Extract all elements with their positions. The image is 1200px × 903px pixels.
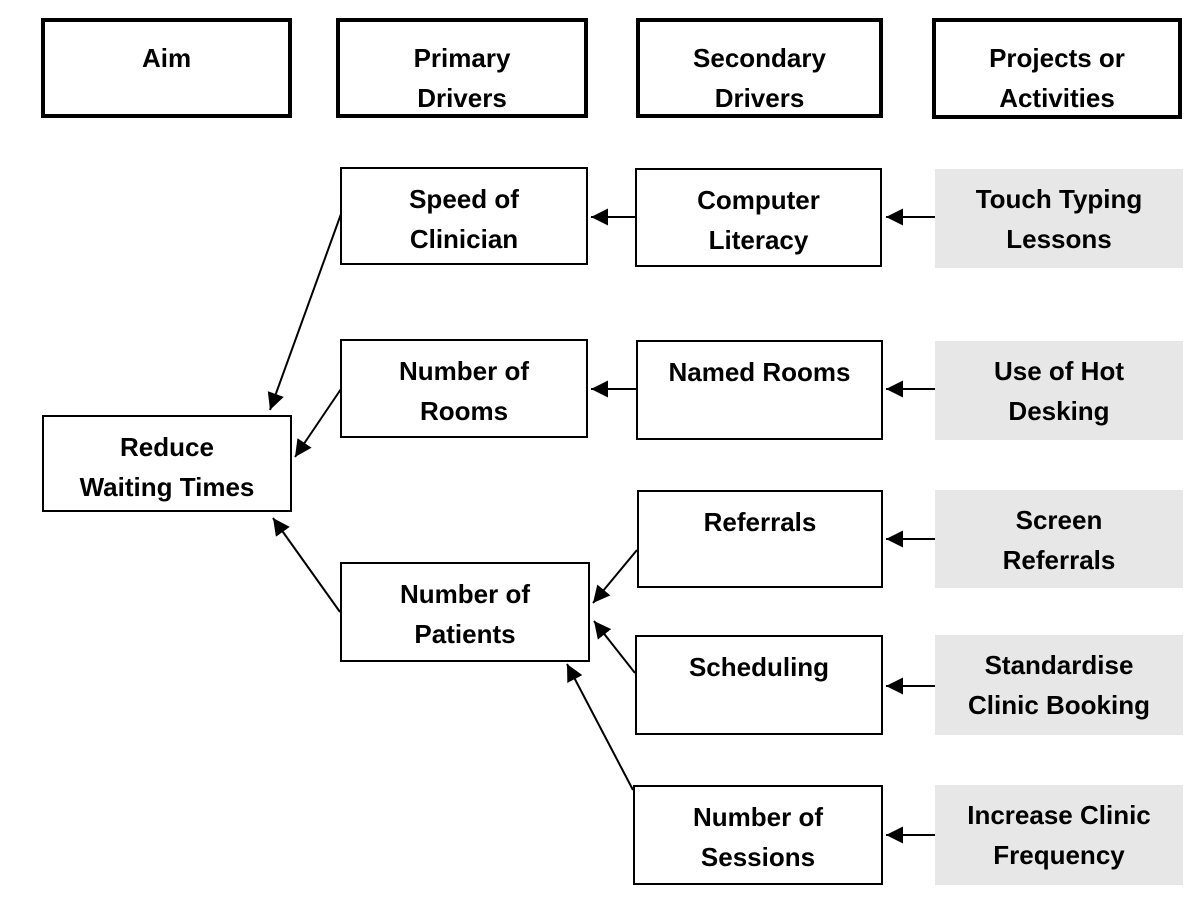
aim-line2: Waiting Times: [79, 472, 255, 502]
header-primary-line2: Drivers: [417, 83, 507, 113]
primary-driver-number-of-patients: Number of Patients: [340, 562, 590, 662]
header-projects-activities: Projects or Activities: [932, 18, 1182, 119]
primary-driver-speed-of-clinician: Speed of Clinician: [340, 167, 588, 265]
header-primary-drivers: Primary Drivers: [336, 18, 588, 118]
arrow-scheduling-to-patients: [593, 620, 636, 674]
rooms-line2: Rooms: [419, 396, 509, 426]
hot-desking-line1: Use of Hot: [994, 356, 1124, 386]
header-secondary-line1: Secondary: [693, 43, 826, 73]
speed-line1: Speed of: [409, 184, 519, 214]
computer-literacy-line2: Literacy: [708, 225, 809, 255]
arrow-patients-to-aim: [272, 517, 341, 613]
named-rooms-line1: Named Rooms: [668, 357, 851, 387]
referrals-line1: Referrals: [703, 507, 817, 537]
activity-use-of-hot-desking: Use of Hot Desking: [935, 341, 1183, 440]
hot-desking-line2: Desking: [1008, 396, 1110, 426]
standardise-line1: Standardise: [984, 650, 1134, 680]
header-aim-line1: Aim: [141, 43, 192, 73]
increase-frequency-line2: Frequency: [993, 840, 1125, 870]
arrow-sessions-to-patients: [566, 663, 634, 791]
activity-increase-clinic-frequency: Increase Clinic Frequency: [935, 785, 1183, 885]
secondary-driver-scheduling: Scheduling: [635, 635, 883, 735]
sessions-line1: Number of: [693, 802, 823, 832]
activity-touch-typing-lessons: Touch Typing Lessons: [935, 169, 1183, 268]
scheduling-line1: Scheduling: [688, 652, 830, 682]
sessions-line2: Sessions: [700, 842, 816, 872]
header-secondary-line2: Drivers: [714, 83, 805, 113]
header-secondary-drivers: Secondary Drivers: [636, 18, 883, 118]
secondary-driver-computer-literacy: Computer Literacy: [635, 168, 882, 267]
secondary-driver-named-rooms: Named Rooms: [636, 340, 883, 440]
arrow-speed-to-aim: [267, 213, 342, 411]
activity-screen-referrals: Screen Referrals: [935, 490, 1183, 588]
patients-line2: Patients: [414, 619, 516, 649]
arrow-referrals-to-patients: [592, 549, 638, 604]
touch-typing-line2: Lessons: [1006, 224, 1112, 254]
secondary-driver-referrals: Referrals: [637, 490, 883, 588]
speed-line2: Clinician: [409, 224, 519, 254]
header-aim: Aim: [41, 18, 292, 118]
touch-typing-line1: Touch Typing: [975, 184, 1143, 214]
header-projects-line1: Projects or: [989, 43, 1125, 73]
standardise-line2: Clinic Booking: [968, 690, 1150, 720]
header-primary-line1: Primary: [413, 43, 511, 73]
primary-driver-number-of-rooms: Number of Rooms: [340, 339, 588, 438]
increase-frequency-line1: Increase Clinic: [967, 800, 1151, 830]
patients-line1: Number of: [400, 579, 530, 609]
screen-referrals-line2: Referrals: [1002, 545, 1116, 575]
aim-line1: Reduce: [120, 432, 214, 462]
header-projects-line2: Activities: [999, 83, 1115, 113]
computer-literacy-line1: Computer: [697, 185, 820, 215]
screen-referrals-line1: Screen: [1015, 505, 1103, 535]
activity-standardise-clinic-booking: Standardise Clinic Booking: [935, 635, 1183, 735]
arrow-rooms-to-aim: [294, 388, 342, 458]
secondary-driver-number-of-sessions: Number of Sessions: [633, 785, 883, 885]
aim-reduce-waiting-times: Reduce Waiting Times: [42, 415, 292, 512]
rooms-line1: Number of: [399, 356, 529, 386]
